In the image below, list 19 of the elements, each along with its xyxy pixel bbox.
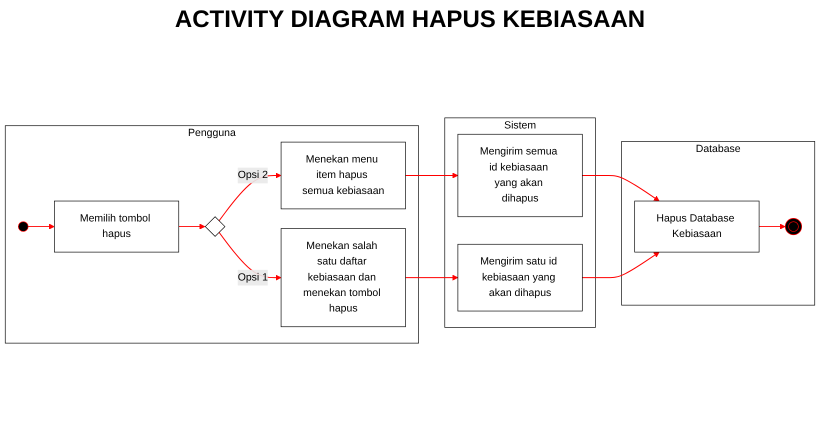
arrow [405, 172, 458, 178]
node-box: Mengirim satu id kebiasaan yang akan dihapus [458, 244, 583, 312]
node-box: Mengirim semua id kebiasaan yang akan dihapus [458, 134, 583, 218]
node-box: Menekan salah satu daftar kebiasaan dan menekan tombol hapus [280, 228, 406, 328]
arrow [582, 252, 660, 278]
node-box: Menekan menu item hapus semua kebiasaan [280, 142, 406, 210]
arrow [178, 224, 206, 230]
node-diamond [204, 216, 226, 237]
arrow [758, 224, 786, 230]
node-circle [784, 218, 802, 236]
arrow [582, 175, 660, 202]
arrow [28, 224, 55, 230]
diagram-title: ACTIVITY DIAGRAM HAPUS KEBIASAAN [174, 6, 646, 34]
node-box: Memilih tombol hapus [54, 200, 180, 252]
edge-label: Opsi 2 [238, 170, 268, 181]
arrow [405, 274, 458, 281]
node-box: Hapus Database Kebiasaan [634, 200, 760, 252]
edge-label: Opsi 1 [238, 272, 268, 283]
node-circle [18, 221, 28, 232]
